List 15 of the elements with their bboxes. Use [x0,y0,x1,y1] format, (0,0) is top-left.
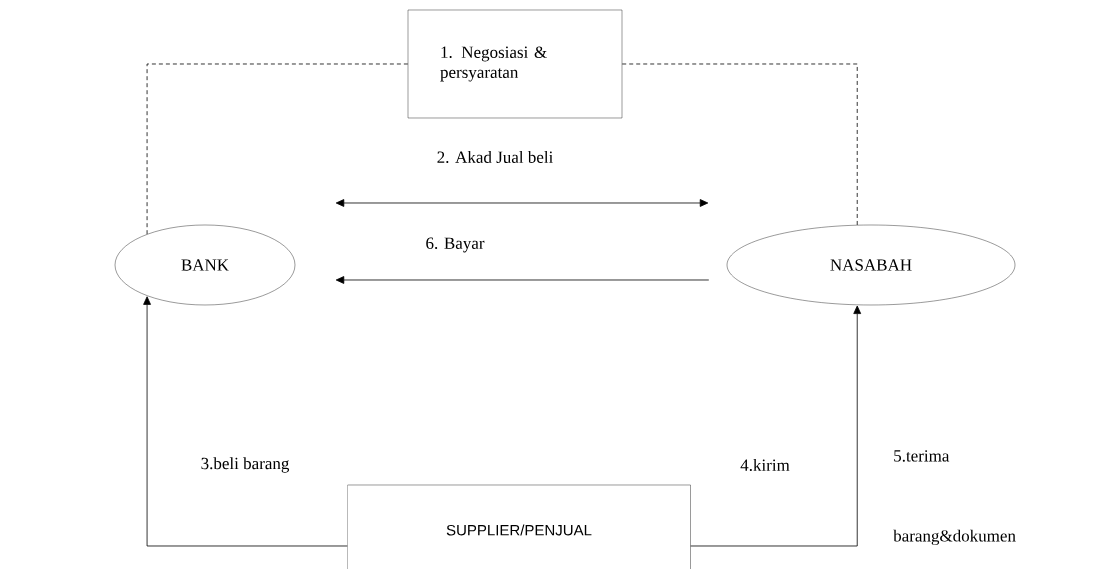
process-box: 1. Negosiasi & persyaratan [407,9,623,119]
process-box: SUPPLIER/PENJUAL [347,484,691,569]
ellipse-node: NASABAH [726,224,1016,306]
dashed-connector [146,63,409,235]
edge-label: 6. Bayar [424,236,486,254]
dashed-connector [621,63,858,226]
edge-label: 3.beli barang [199,456,291,474]
edge-label: 4.kirim [739,458,791,472]
edge-label: 2. Akad Jual beli [435,150,555,164]
arrow [335,199,709,207]
arrow [690,305,862,547]
text-label: 5.terima barang&dokumen [893,450,1016,546]
ellipse-node: BANK [114,224,296,306]
arrow [335,276,710,284]
arrow [143,296,348,547]
